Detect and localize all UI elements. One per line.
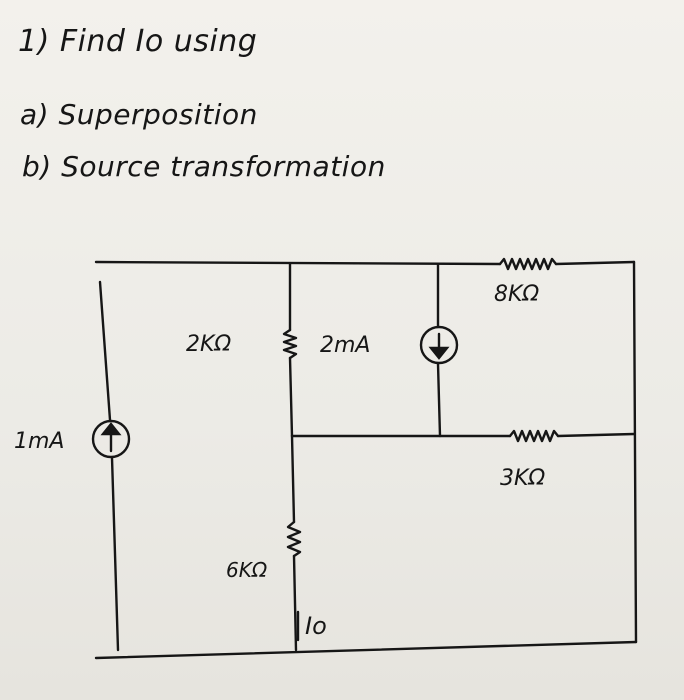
wire-6k-top <box>290 434 296 524</box>
label-6k-resistor: 6KΩ <box>226 558 268 582</box>
label-2ma-source: 2mA <box>320 333 371 358</box>
current-source-2ma <box>419 325 459 365</box>
problem-part-a: a) Superposition <box>20 98 258 131</box>
wire-2ma-bottom <box>436 362 442 438</box>
wire-top-right <box>554 260 636 266</box>
label-2k-resistor: 2KΩ <box>186 332 232 357</box>
current-source-1ma <box>91 419 131 459</box>
resistor-8k <box>498 257 558 271</box>
wire-left-upper <box>98 280 112 422</box>
resistor-3k <box>508 429 560 443</box>
problem-part-b: b) Source transformation <box>22 150 386 183</box>
label-8k-resistor: 8KΩ <box>494 282 540 307</box>
wire-bottom <box>94 640 638 660</box>
resistor-6k <box>286 520 302 558</box>
wire-3k-right <box>556 432 636 438</box>
label-1ma-source: 1mA <box>14 429 65 454</box>
label-io-current: Io <box>305 612 327 640</box>
wire-right <box>632 260 638 644</box>
problem-title: 1) Find Io using <box>18 24 258 59</box>
label-3k-resistor: 3KΩ <box>500 466 546 491</box>
wire-top-left <box>94 260 502 266</box>
resistor-2k <box>282 328 298 360</box>
wire-6k-bottom <box>292 554 298 652</box>
wire-left-lower <box>110 456 120 652</box>
wire-2k-bottom <box>288 356 294 438</box>
